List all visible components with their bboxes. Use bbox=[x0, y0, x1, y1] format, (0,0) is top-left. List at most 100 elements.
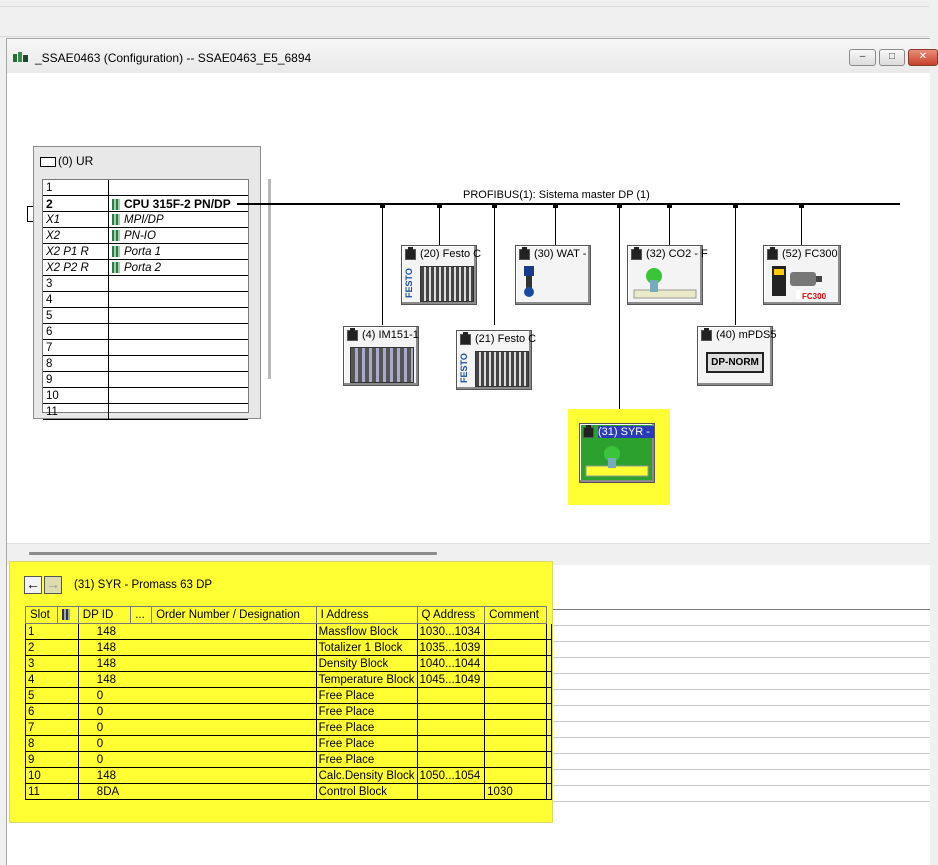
rack-module[interactable] bbox=[108, 180, 248, 196]
cell-slot[interactable]: 1 bbox=[25, 623, 79, 640]
cell-dpid[interactable]: 148 bbox=[77, 671, 317, 688]
cell-slot[interactable]: 11 bbox=[25, 783, 79, 800]
cell-slot[interactable]: 6 bbox=[25, 703, 79, 720]
maximize-button[interactable]: □ bbox=[879, 49, 905, 66]
window-titlebar[interactable]: _SSAE0463 (Configuration) -- SSAE0463_E5… bbox=[7, 39, 938, 74]
minimize-button[interactable]: – bbox=[849, 49, 876, 66]
rack-row[interactable]: 11 bbox=[43, 403, 248, 420]
cell-i-address[interactable] bbox=[416, 783, 486, 800]
col-header-q-address[interactable]: Q Address bbox=[416, 606, 486, 624]
cell-order[interactable]: Free Place bbox=[315, 719, 418, 736]
dp-slave-co2-32[interactable]: (32) CO2 - F bbox=[627, 245, 708, 305]
rack-row[interactable]: 9 bbox=[43, 371, 248, 388]
cell-slot[interactable]: 5 bbox=[25, 687, 79, 704]
cell-slot[interactable]: 8 bbox=[25, 735, 79, 752]
cell-order[interactable]: Free Place bbox=[315, 735, 418, 752]
cell-i-address[interactable] bbox=[416, 751, 486, 768]
rack-module[interactable]: CPU 315F-2 PN/DP bbox=[108, 195, 248, 212]
cell-q-address[interactable] bbox=[484, 751, 547, 768]
cell-comment[interactable] bbox=[546, 751, 552, 768]
canvas-horizontal-scrollbar[interactable] bbox=[29, 552, 437, 555]
cell-comment[interactable] bbox=[546, 623, 552, 640]
cell-dpid[interactable]: 148 bbox=[77, 655, 317, 672]
cell-comment[interactable] bbox=[546, 703, 552, 720]
cell-dpid[interactable]: 148 bbox=[77, 639, 317, 656]
cell-comment[interactable] bbox=[546, 719, 552, 736]
cell-dpid[interactable]: 8DA bbox=[77, 783, 317, 800]
cell-order[interactable]: Control Block bbox=[315, 783, 418, 800]
cell-comment[interactable] bbox=[546, 671, 552, 688]
dp-slave-syr-31[interactable]: (31) SYR - bbox=[579, 423, 655, 483]
close-button[interactable]: ✕ bbox=[908, 49, 938, 66]
cell-i-address[interactable]: 1045...1049 bbox=[416, 671, 486, 688]
rack-module[interactable]: MPI/DP bbox=[108, 211, 248, 228]
back-arrow-button[interactable]: ← bbox=[24, 576, 42, 594]
cell-q-address[interactable] bbox=[484, 687, 547, 704]
rack-module[interactable] bbox=[108, 355, 248, 372]
rack-module[interactable]: Porta 2 bbox=[108, 259, 248, 276]
col-header-comment[interactable]: Comment bbox=[484, 606, 547, 624]
cell-i-address[interactable] bbox=[416, 719, 486, 736]
dp-slave-festo-20[interactable]: (20) Festo C FESTO bbox=[401, 245, 481, 305]
col-header-order[interactable]: Order Number / Designation bbox=[151, 606, 317, 624]
forward-arrow-button[interactable]: → bbox=[44, 576, 62, 594]
cell-dpid[interactable]: 0 bbox=[77, 703, 317, 720]
rack-module[interactable]: PN-IO bbox=[108, 227, 248, 244]
cell-comment[interactable] bbox=[546, 735, 552, 752]
cell-slot[interactable]: 3 bbox=[25, 655, 79, 672]
cell-order[interactable]: Free Place bbox=[315, 703, 418, 720]
cell-comment[interactable] bbox=[546, 783, 552, 800]
cell-q-address[interactable] bbox=[484, 623, 547, 640]
col-header-dpid[interactable]: DP ID bbox=[77, 606, 132, 624]
rack-module[interactable] bbox=[108, 323, 248, 340]
cell-q-address[interactable] bbox=[484, 719, 547, 736]
rack-module[interactable] bbox=[108, 275, 248, 292]
cell-order[interactable]: Massflow Block bbox=[315, 623, 418, 640]
dp-slave-fc300-52[interactable]: (52) FC300 FC300 bbox=[763, 245, 841, 305]
module-table[interactable]: Slot DP ID ... Order Number / Designatio… bbox=[25, 606, 552, 800]
rack-module[interactable] bbox=[108, 387, 248, 404]
cell-q-address[interactable] bbox=[484, 703, 547, 720]
rack-row[interactable]: 1 bbox=[43, 180, 248, 196]
cell-i-address[interactable]: 1035...1039 bbox=[416, 639, 486, 656]
rack-row[interactable]: 7 bbox=[43, 339, 248, 356]
col-header-icon[interactable] bbox=[56, 606, 79, 624]
rack-module[interactable] bbox=[108, 371, 248, 388]
cell-order[interactable]: Free Place bbox=[315, 687, 418, 704]
cell-q-address[interactable] bbox=[484, 735, 547, 752]
cell-q-address[interactable] bbox=[484, 639, 547, 656]
cell-dpid[interactable]: 148 bbox=[77, 767, 317, 784]
cell-q-address[interactable]: 1030 bbox=[484, 783, 547, 800]
dp-slave-im151-4[interactable]: (4) IM151-1 bbox=[343, 326, 419, 386]
cell-i-address[interactable]: 1040...1044 bbox=[416, 655, 486, 672]
rack-module[interactable] bbox=[108, 339, 248, 356]
cell-comment[interactable] bbox=[546, 767, 552, 784]
rack-row[interactable]: 10 bbox=[43, 387, 248, 404]
cell-dpid[interactable]: 148 bbox=[77, 623, 317, 640]
rack-row[interactable]: 8 bbox=[43, 355, 248, 372]
cell-i-address[interactable] bbox=[416, 703, 486, 720]
rack-row[interactable]: 6 bbox=[43, 323, 248, 340]
cell-q-address[interactable] bbox=[484, 671, 547, 688]
cell-q-address[interactable] bbox=[484, 767, 547, 784]
cell-order[interactable]: Temperature Block bbox=[315, 671, 418, 688]
cell-slot[interactable]: 2 bbox=[25, 639, 79, 656]
cell-comment[interactable] bbox=[546, 655, 552, 672]
cell-dpid[interactable]: 0 bbox=[77, 751, 317, 768]
rack-row[interactable]: 4 bbox=[43, 291, 248, 308]
